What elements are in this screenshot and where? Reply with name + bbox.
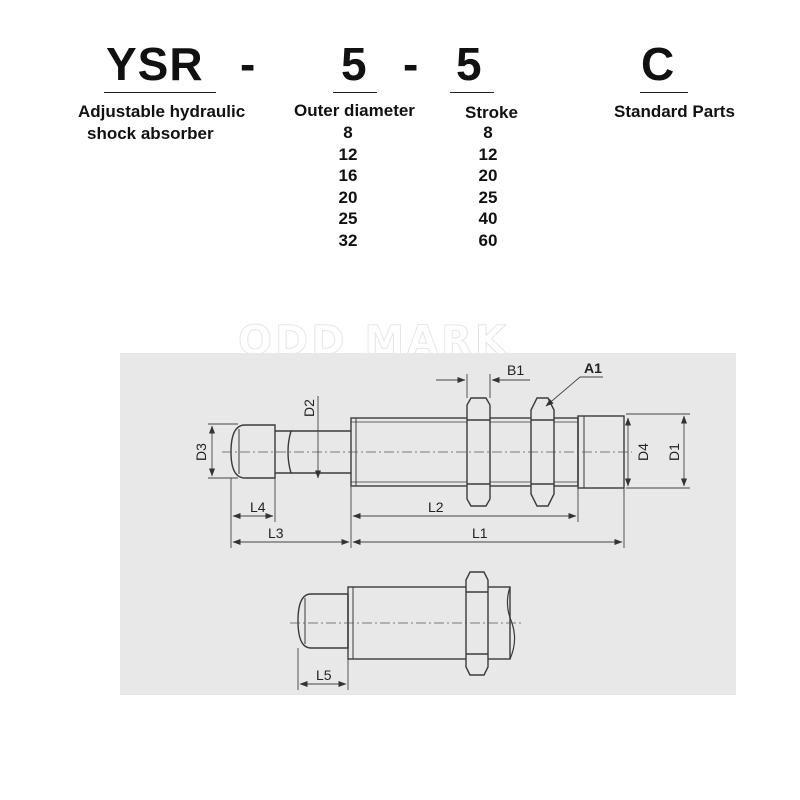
dim-label-l5: L5 bbox=[316, 667, 332, 683]
dim-label-b1: B1 bbox=[507, 362, 524, 378]
dim-label-d1: D1 bbox=[666, 443, 682, 461]
code-series-underline bbox=[104, 92, 216, 93]
list-item: 8 bbox=[483, 123, 493, 142]
list-item: 25 bbox=[478, 187, 498, 207]
code-series: YSR bbox=[106, 38, 204, 90]
list-item: 12 bbox=[338, 144, 358, 164]
list-item: 25 bbox=[338, 209, 358, 229]
stroke-options-list: 8 12 20 25 40 60 bbox=[458, 122, 518, 252]
dim-label-l4: L4 bbox=[250, 499, 266, 515]
code-part: C bbox=[641, 38, 676, 90]
list-item: 60 bbox=[478, 230, 498, 250]
plunger-rod bbox=[275, 431, 351, 441]
cap-head bbox=[230, 424, 276, 479]
part-title: Standard Parts bbox=[614, 102, 735, 121]
dim-label-d2: D2 bbox=[301, 399, 317, 417]
code-separator-2: - bbox=[403, 38, 420, 90]
code-separator-1: - bbox=[240, 38, 257, 90]
diameter-options-list: 8 12 16 20 25 32 bbox=[318, 122, 378, 252]
list-item: 20 bbox=[338, 187, 358, 207]
code-diameter-underline bbox=[333, 92, 377, 93]
dim-label-l1: L1 bbox=[472, 525, 488, 541]
dim-label-a1: A1 bbox=[584, 360, 602, 376]
dim-label-l3: L3 bbox=[268, 525, 284, 541]
list-item: 12 bbox=[478, 144, 498, 164]
code-diameter: 5 bbox=[341, 38, 368, 90]
dim-label-l2: L2 bbox=[428, 499, 444, 515]
code-part-underline bbox=[640, 92, 688, 93]
code-stroke: 5 bbox=[456, 38, 483, 90]
dim-label-d3: D3 bbox=[193, 443, 209, 461]
list-item: 40 bbox=[478, 209, 498, 229]
technical-drawing-panel bbox=[120, 353, 736, 695]
list-item: 20 bbox=[478, 166, 498, 186]
list-item: 32 bbox=[338, 230, 358, 250]
cap-head-bottom bbox=[297, 593, 349, 649]
series-description-line1: Adjustable hydraulic bbox=[78, 102, 246, 121]
list-item: 8 bbox=[343, 123, 353, 142]
dim-label-d4: D4 bbox=[635, 443, 651, 461]
list-item: 16 bbox=[338, 166, 358, 186]
series-description-line2: shock absorber bbox=[87, 124, 214, 143]
stroke-title: Stroke bbox=[465, 103, 518, 122]
code-stroke-underline bbox=[450, 92, 494, 93]
diameter-title: Outer diameter bbox=[294, 101, 415, 120]
hex-nut-bottom bbox=[465, 571, 489, 676]
